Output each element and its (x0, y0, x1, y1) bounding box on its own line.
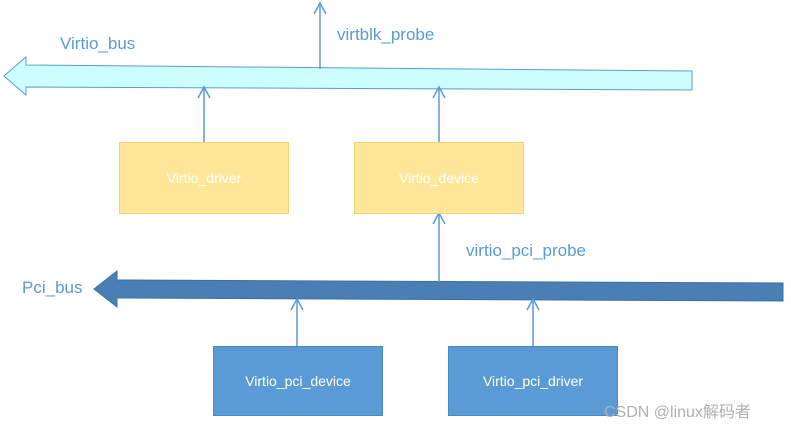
virtio-pci-probe-label: virtio_pci_probe (466, 241, 587, 260)
driver-to-virtio-bus-arrowhead (197, 85, 211, 99)
watermark-text: CSDN @linux解码者 (604, 404, 751, 421)
virtio-pci-device-box: Virtio_pci_device (213, 346, 383, 416)
pci-bus-arrow (93, 269, 784, 309)
virtio-bus-arrow (3, 55, 693, 97)
virtio-pci-driver-box: Virtio_pci_driver (448, 346, 618, 416)
virtio-driver-box: Virtio_driver (119, 142, 289, 214)
virtio-bus-label: Virtio_bus (60, 34, 136, 53)
pci-device-to-pci-bus-arrowhead (290, 297, 304, 311)
pci-bus-label: Pci_bus (22, 278, 83, 297)
virtblk-probe-label: virtblk_probe (337, 25, 435, 44)
virtio-device-box: Virtio_device (354, 142, 524, 214)
pci-driver-to-pci-bus-arrowhead (526, 297, 540, 311)
device-to-virtio-bus-arrowhead (432, 85, 446, 99)
virtblk-probe-arrowhead (313, 1, 327, 15)
